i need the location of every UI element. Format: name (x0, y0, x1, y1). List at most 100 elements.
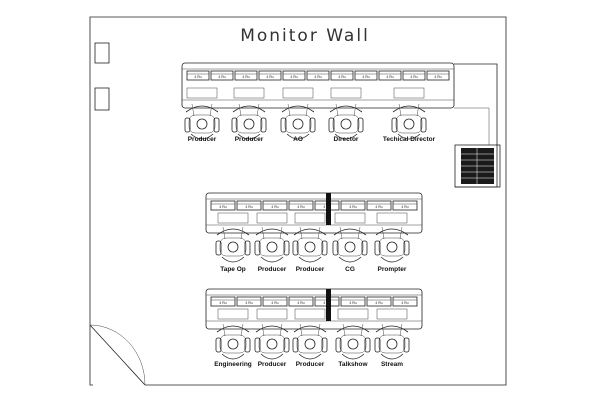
monitor-2-3: 4 Ru (288, 296, 314, 307)
chair-3-3 (292, 323, 328, 360)
keyboard-panel (393, 87, 425, 99)
keyboard-panel (376, 308, 408, 320)
desk-row-2: 4 Ru4 Ru4 Ru4 Ru4 Ru4 Ru4 Ru4 Ru (205, 192, 423, 263)
monitor-label: 4 Ru (362, 75, 369, 79)
keyboard-panel (337, 308, 369, 320)
chair-2-1 (215, 226, 251, 263)
desk-divider (326, 193, 331, 225)
chair-1-5 (391, 103, 427, 140)
monitor-1-1: 4 Ru (236, 200, 262, 211)
monitor-wall-title: Monitor Wall (240, 26, 370, 46)
monitor-0-6: 4 Ru (330, 70, 354, 81)
seat-label: Producer (296, 361, 325, 368)
monitor-label: 4 Ru (219, 205, 226, 209)
door-leaf (89, 324, 146, 386)
monitor-0-1: 4 Ru (210, 70, 234, 81)
keyboard-panel (334, 212, 366, 224)
seat-label: Producer (188, 136, 217, 143)
seat-label: Tape Op (220, 266, 246, 273)
keyboard-panel (186, 87, 218, 99)
keyboard-panel (256, 212, 288, 224)
monitor-1-6: 4 Ru (366, 200, 392, 211)
monitor-2-6: 4 Ru (366, 296, 392, 307)
monitor-label: 4 Ru (271, 301, 278, 305)
monitor-label: 4 Ru (375, 301, 382, 305)
monitor-0-8: 4 Ru (378, 70, 402, 81)
keyboard-panel (294, 308, 326, 320)
chair-1-4 (328, 103, 364, 140)
monitor-2-1: 4 Ru (236, 296, 262, 307)
monitor-0-7: 4 Ru (354, 70, 378, 81)
seat-label: Techical Director (383, 136, 436, 143)
monitor-label: 4 Ru (194, 75, 201, 79)
monitor-0-0: 4 Ru (186, 70, 210, 81)
monitor-1-3: 4 Ru (288, 200, 314, 211)
chair-2-2 (254, 226, 290, 263)
monitor-0-3: 4 Ru (258, 70, 282, 81)
monitor-label: 4 Ru (245, 205, 252, 209)
seat-label: CG (345, 266, 355, 273)
keyboard-panel (282, 87, 314, 99)
keyboard-panel (233, 87, 265, 99)
seat-label: Engineering (214, 361, 252, 368)
seat-label: Producer (235, 136, 264, 143)
keyboard-panel (294, 212, 326, 224)
chair-1-3 (280, 103, 316, 140)
chair-2-5 (374, 226, 410, 263)
seat-label: Producer (258, 266, 287, 273)
equipment-rack (454, 144, 501, 188)
monitor-2-5: 4 Ru (340, 296, 366, 307)
seat-label: Producer (296, 266, 325, 273)
monitor-label: 4 Ru (297, 205, 304, 209)
chair-2-4 (332, 226, 368, 263)
monitor-1-0: 4 Ru (210, 200, 236, 211)
chair-3-5 (374, 323, 410, 360)
monitor-label: 4 Ru (245, 301, 252, 305)
monitor-0-10: 4 Ru (426, 70, 450, 81)
monitor-label: 4 Ru (297, 301, 304, 305)
seat-label: Producer (258, 361, 287, 368)
chair-2-3 (292, 226, 328, 263)
door-swing (89, 324, 146, 386)
monitor-0-9: 4 Ru (402, 70, 426, 81)
keyboard-panel (376, 212, 408, 224)
monitor-label: 4 Ru (401, 301, 408, 305)
keyboard-panel (217, 212, 249, 224)
monitor-label: 4 Ru (271, 205, 278, 209)
left-window-2 (94, 87, 110, 111)
seat-label: Talkshow (338, 361, 368, 368)
seat-label: Stream (381, 361, 403, 368)
monitor-label: 4 Ru (266, 75, 273, 79)
monitor-label: 4 Ru (349, 205, 356, 209)
monitor-label: 4 Ru (338, 75, 345, 79)
monitor-label: 4 Ru (434, 75, 441, 79)
monitor-label: 4 Ru (290, 75, 297, 79)
keyboard-panel (256, 308, 288, 320)
monitor-2-7: 4 Ru (392, 296, 418, 307)
monitor-label: 4 Ru (314, 75, 321, 79)
monitor-label: 4 Ru (375, 205, 382, 209)
monitor-label: 4 Ru (410, 75, 417, 79)
seat-label: Prompter (378, 266, 407, 273)
keyboard-panel (217, 308, 249, 320)
monitor-1-5: 4 Ru (340, 200, 366, 211)
monitor-label: 4 Ru (219, 301, 226, 305)
monitor-1-2: 4 Ru (262, 200, 288, 211)
monitor-0-2: 4 Ru (234, 70, 258, 81)
seat-label: AO (293, 136, 303, 143)
chair-1-2 (231, 103, 267, 140)
room-walls (89, 16, 507, 386)
monitor-2-2: 4 Ru (262, 296, 288, 307)
monitor-label: 4 Ru (401, 205, 408, 209)
desk-rows: 4 Ru 4 Ru 4 Ru 4 Ru 4 Ru 4 Ru 4 Ru 4 Ru 4 Ru 4 Ru… (181, 62, 498, 360)
desk-divider (326, 289, 331, 321)
monitor-1-7: 4 Ru (392, 200, 418, 211)
desk-row-3: 4 Ru4 Ru4 Ru4 Ru4 Ru4 Ru4 Ru4 Ru (205, 288, 423, 360)
monitor-2-0: 4 Ru (210, 296, 236, 307)
monitor-label: 4 Ru (386, 75, 393, 79)
seat-label: Director (334, 136, 359, 143)
monitor-0-5: 4 Ru (306, 70, 330, 81)
